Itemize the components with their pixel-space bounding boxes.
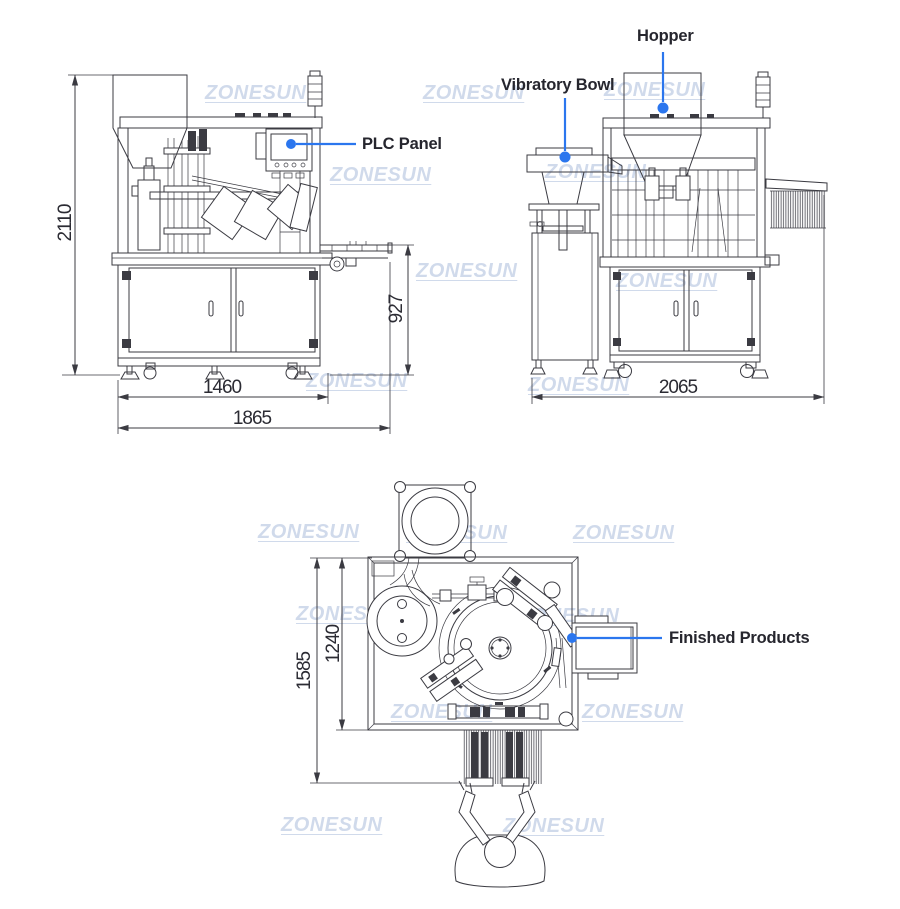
zonesun-watermark: ZONESUN: [205, 82, 307, 104]
front-feet: [120, 362, 313, 380]
side-frame: [602, 114, 771, 258]
vibratory-bowl-callout-dot: [559, 151, 571, 163]
comb-conveyor-side: [765, 178, 828, 229]
feed-funnel: [112, 74, 188, 169]
gripper-stations-top: [420, 638, 484, 703]
front-cabinet: [117, 264, 321, 367]
operator-figure: [454, 780, 546, 888]
plc-panel-callout: [286, 139, 356, 149]
zonesun-watermark: ZONESUN: [604, 79, 706, 101]
vibratory-bowl: [526, 147, 623, 251]
door-handle: [693, 300, 699, 317]
dimension-2065: [531, 195, 825, 404]
zonesun-watermark: ZONESUN: [573, 522, 675, 544]
zonesun-watermark: ZONESUN: [330, 164, 432, 186]
zonesun-watermark: ZONESUN: [306, 370, 408, 392]
zonesun-watermark: ZONESUN: [416, 260, 518, 282]
zonesun-watermark: ZONESUN: [281, 814, 383, 836]
front-table: [111, 252, 333, 266]
door-handle: [208, 300, 214, 317]
side-table: [599, 254, 780, 268]
zonesun-watermark: ZONESUN: [528, 374, 630, 396]
vibratory-bowl-top: [366, 569, 441, 657]
hopper-callout-dot: [657, 102, 669, 114]
front-view: [62, 70, 414, 434]
side-feet: [603, 361, 769, 379]
exit-conveyor-top: [571, 615, 638, 680]
finished-products-callout: [567, 633, 662, 643]
dimension-1240: [336, 557, 372, 731]
zonesun-watermark: ZONESUN: [423, 82, 525, 104]
pouches: [200, 182, 318, 241]
dimension-927: [330, 244, 414, 376]
finished-products-callout-dot: [567, 633, 577, 643]
top-view: [310, 481, 662, 888]
side-view: [526, 52, 828, 404]
bottom-assembly-top: [447, 703, 574, 727]
outfeed-conveyor-front: [320, 241, 393, 272]
dimension-1865: [117, 262, 391, 434]
side-cabinet: [609, 266, 761, 363]
plc-callout-dot: [286, 139, 296, 149]
hopper-callout: [657, 52, 669, 114]
door-handle: [238, 300, 244, 317]
plc-panel: [255, 128, 313, 179]
signal-tower-icon: [755, 71, 771, 118]
zonesun-watermark: ZONESUN: [616, 270, 718, 292]
door-handle: [673, 300, 679, 317]
blower-top: [389, 481, 476, 596]
side-stations: [611, 157, 756, 258]
dimension-2110: [62, 74, 120, 376]
signal-tower-icon: [307, 70, 323, 118]
operator-head: [484, 836, 516, 868]
zonesun-watermark: ZONESUN: [582, 701, 684, 723]
bowl-stand-cabinet: [530, 232, 599, 375]
zonesun-watermark: ZONESUN: [258, 521, 360, 543]
discharge-guide: [551, 637, 567, 689]
comb-conveyor-top: [463, 730, 542, 787]
vibratory-bowl-callout: [559, 98, 571, 163]
dimension-1460: [117, 373, 329, 404]
